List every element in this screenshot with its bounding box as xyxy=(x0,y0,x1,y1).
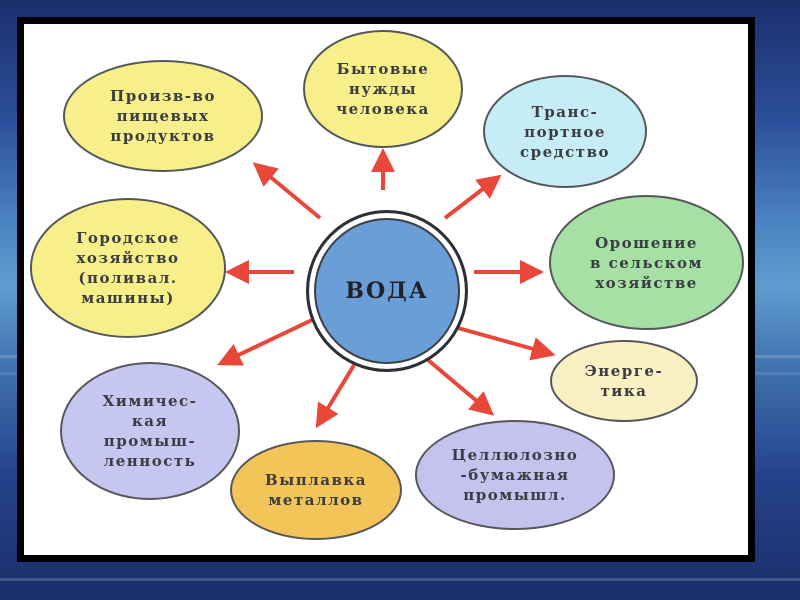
node-chemical-industry: Химичес- кая промыш- ленность xyxy=(60,362,240,500)
arrow-to-metal xyxy=(315,363,356,429)
node-irrigation: Орошение в сельском хозяйстве xyxy=(549,195,744,330)
node-metal-smelting: Выплавка металлов xyxy=(230,440,402,540)
node-pulp-paper: Целлюлозно -бумажная промышл. xyxy=(415,420,615,530)
node-energy: Энерге- тика xyxy=(550,340,698,422)
node-label: Выплавка металлов xyxy=(265,471,367,509)
node-label: Произв-во пищевых продуктов xyxy=(110,87,216,145)
background-wave xyxy=(0,578,800,581)
node-label: Химичес- кая промыш- ленность xyxy=(102,392,198,470)
node-label: Транс- портное средство xyxy=(519,102,611,161)
node-label: Бытовые нужды человека xyxy=(336,60,430,118)
node-label: Целлюлозно -бумажная промышл. xyxy=(451,446,579,504)
center-label: ВОДА xyxy=(345,278,429,304)
node-household-needs: Бытовые нужды человека xyxy=(303,30,463,148)
node-transport: Транс- портное средство xyxy=(483,75,647,188)
arrow-to-chemical xyxy=(217,318,313,366)
arrow-to-transport xyxy=(443,174,502,220)
node-label: Городское хозяйство (поливал. машины) xyxy=(76,229,180,307)
node-food-production: Произв-во пищевых продуктов xyxy=(63,60,263,172)
node-municipal-services: Городское хозяйство (поливал. машины) xyxy=(30,198,226,338)
arrow-to-pulp xyxy=(426,358,495,416)
arrow-to-food xyxy=(252,162,322,220)
node-label: Энерге- тика xyxy=(584,362,664,400)
center-node-water: ВОДА xyxy=(306,210,468,372)
node-label: Орошение в сельском хозяйстве xyxy=(589,233,704,292)
arrow-to-energy xyxy=(457,326,556,361)
